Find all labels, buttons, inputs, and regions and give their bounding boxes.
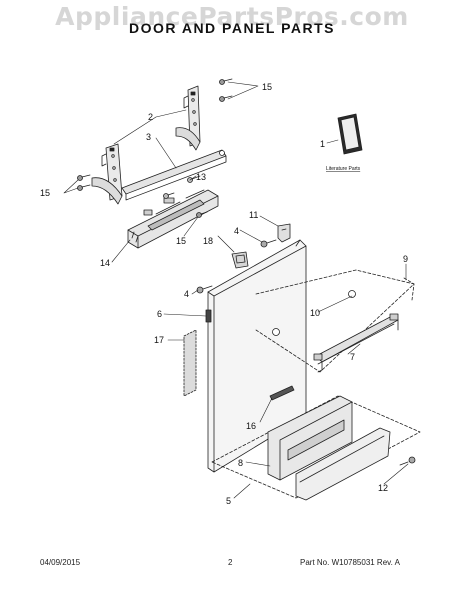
- insulation-strip: [183, 329, 197, 397]
- callout-15-top: 15: [262, 82, 272, 92]
- callout-3: 3: [146, 132, 151, 142]
- leader-lines: [63, 81, 409, 499]
- callout-4-lower: 4: [184, 289, 189, 299]
- callout-2: 2: [148, 112, 153, 122]
- hex-screws: [196, 239, 277, 294]
- watermark: AppliancePartsPros.com: [55, 2, 409, 31]
- callout-11: 11: [249, 210, 258, 220]
- small-bracket: [231, 251, 249, 269]
- door-clip: [205, 309, 212, 323]
- callout-5: 5: [226, 496, 231, 506]
- hinge-bracket-left: [91, 143, 123, 205]
- callout-10: 10: [310, 308, 320, 318]
- hinge-bracket-right: [175, 85, 201, 151]
- callout-12: 12: [378, 483, 388, 493]
- callout-16: 16: [246, 421, 256, 431]
- callout-15-bottom: 15: [176, 236, 186, 246]
- callout-1: 1: [320, 139, 325, 149]
- screws: [77, 78, 233, 218]
- callout-13: 13: [196, 172, 206, 182]
- door-handle: [313, 313, 399, 373]
- control-console: [127, 189, 219, 249]
- callout-17: 17: [154, 335, 164, 345]
- callout-numbers: 1 2 3 4 4 5 6 7 8 9 10 11 12 13 14 15 15…: [40, 82, 408, 506]
- callout-6: 6: [157, 309, 162, 319]
- callout-4-upper: 4: [234, 226, 239, 236]
- mounting-rail: [121, 149, 227, 201]
- footer-page-number: 2: [228, 558, 233, 567]
- handle-frame: [255, 269, 415, 373]
- console-screws: [163, 175, 201, 199]
- callout-15-left: 15: [40, 188, 50, 198]
- callout-18: 18: [203, 236, 213, 246]
- clip: [277, 223, 291, 243]
- footer-part-number: Part No. W10785031 Rev. A: [300, 558, 400, 567]
- literature-label: Literature Parts: [326, 166, 361, 172]
- page-title: DOOR AND PANEL PARTS: [128, 20, 336, 36]
- footer-date: 04/09/2015: [40, 558, 81, 567]
- literature-booklet: [337, 113, 363, 155]
- callout-7: 7: [350, 352, 355, 362]
- kick-plate-assembly: [211, 395, 421, 501]
- callout-9: 9: [403, 254, 408, 264]
- callout-8: 8: [238, 458, 243, 468]
- callout-14: 14: [100, 258, 110, 268]
